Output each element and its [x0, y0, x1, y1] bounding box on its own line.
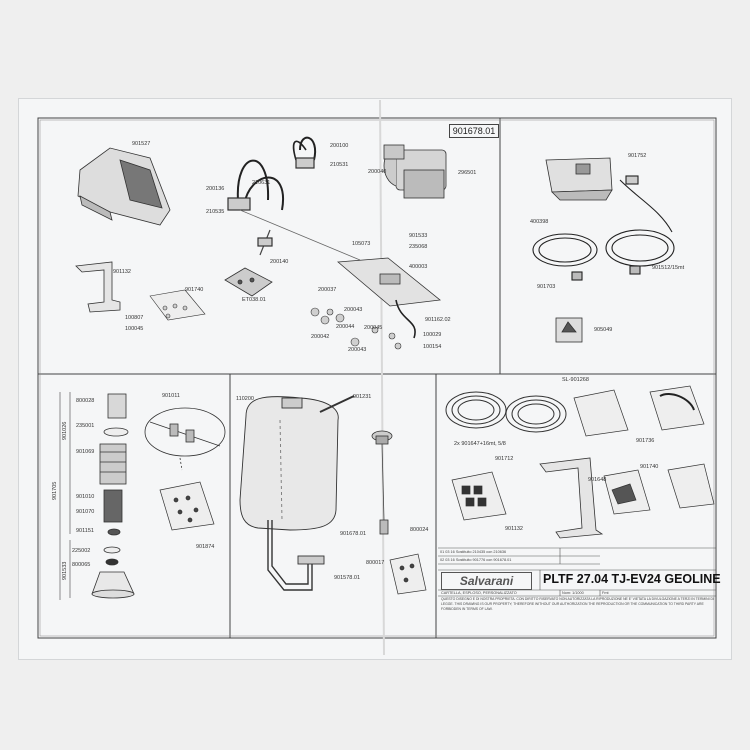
legal-line: QUESTO DISEGNO E DI NOSTRA PROPRIETA. CO… [441, 597, 714, 601]
callout-label: 901678.01 [340, 531, 366, 537]
callout-label: 200140 [270, 259, 289, 265]
callout-label: 800065 [72, 562, 91, 568]
callout-label: 225002 [72, 548, 91, 554]
small-parts-bag-middle [389, 553, 427, 595]
tank-fittings [371, 430, 393, 535]
callout-label: ET038.01 [242, 297, 266, 303]
callout-label: 901162.02 [425, 317, 451, 323]
nozzle-bar [144, 407, 226, 471]
callout-label: 2x 901647+16mt, 5/8 [454, 441, 506, 447]
callout-label: 901512/15mt [652, 265, 685, 271]
cover-part [77, 147, 171, 226]
callout-label: 901740 [640, 464, 659, 470]
callout-label: 800024 [410, 527, 429, 533]
document-subtitle: CARTELLA, ESPLOSO, PERSONALIZZATO [441, 591, 517, 595]
callout-label: 901010 [76, 494, 95, 500]
callout-label: 901151 [76, 528, 94, 534]
callout-label: 901752 [628, 153, 647, 159]
revision-row: 02 03 16 Sostituito 901776 con 901678.01 [440, 558, 512, 562]
small-parts-bag-left [159, 481, 215, 531]
callout-label: 200043 [344, 307, 363, 313]
callout-label: 400003 [409, 264, 428, 270]
callout-label: 901231 [353, 394, 372, 400]
sensor-part [555, 317, 583, 343]
callout-label-vertical: 901533 [62, 561, 68, 580]
callout-label: 235001 [76, 423, 95, 429]
callout-label: 110200 [236, 396, 254, 402]
callout-label: 210631 [252, 180, 271, 186]
nozzle-assembly [59, 392, 135, 600]
circuit-board [224, 267, 273, 297]
callout-label: 901740 [185, 287, 204, 293]
hose-coils [445, 391, 567, 433]
title-block-lines [438, 547, 716, 597]
callout-label: 901578.01 [334, 575, 360, 581]
valve-assembly [227, 136, 361, 261]
callout-label-vertical: 901026 [62, 421, 68, 440]
water-tank [239, 395, 355, 591]
callout-label: 200136 [206, 186, 225, 192]
callout-label: 100154 [423, 344, 442, 350]
pump-motor [383, 144, 447, 199]
format-note: Fmt [602, 591, 609, 595]
cable-coils [532, 175, 675, 281]
callout-label: 296501 [458, 170, 477, 176]
callout-label: 901736 [636, 438, 655, 444]
bracket-right [539, 457, 604, 539]
callout-label: 901527 [132, 141, 151, 147]
callout-label: 901069 [76, 449, 95, 455]
callout-label: 200042 [311, 334, 330, 340]
callout-label: 200100 [330, 143, 349, 149]
callout-label: 901132 [505, 526, 523, 532]
callout-label: SL-901268 [562, 377, 589, 383]
callout-label: 105073 [352, 241, 371, 247]
document-title: PLTF 27.04 TJ-EV24 GEOLINE [543, 572, 721, 586]
callout-label: 800028 [76, 398, 95, 404]
small-parts-left [149, 289, 402, 350]
callout-label: 901874 [196, 544, 215, 550]
revision-row: 01 03 16 Sostituito 210435 con 210636 [440, 550, 507, 554]
callout-label: 800017 [366, 560, 385, 566]
callout-label: 200037 [318, 287, 337, 293]
legal-line: FORBIDDEN IN TERMS OF LAW. [441, 607, 493, 611]
callout-label: 210535 [206, 209, 225, 215]
drawing-code: 901678.01 [449, 124, 499, 138]
callout-label: 100807 [125, 315, 144, 321]
callout-label: 200043 [348, 347, 367, 353]
brand-logo: Salvarani [441, 572, 532, 590]
callout-label: 200040 [368, 169, 387, 175]
callout-label: 905049 [594, 327, 613, 333]
callout-label: 100029 [423, 332, 442, 338]
scale-note: Nom: 1/1000 [562, 591, 584, 595]
callout-label: 210531 [330, 162, 349, 168]
callout-label: 901070 [76, 509, 95, 515]
callout-label: 200045 [364, 325, 383, 331]
callout-label: 901648 [588, 477, 607, 483]
control-unit [545, 157, 613, 201]
callout-label: 100045 [125, 326, 144, 332]
parts-bags-right [451, 385, 715, 521]
callout-label: 400398 [530, 219, 549, 225]
mounting-plate [337, 257, 441, 339]
bracket-part [75, 261, 121, 313]
callout-label: 235068 [409, 244, 428, 250]
callout-label-vertical: 901705 [52, 481, 58, 500]
callout-label: 901011 [162, 393, 180, 399]
callout-label: 901533 [409, 233, 428, 239]
callout-label: 901703 [537, 284, 556, 290]
legal-line: LEGGE. THIS DRAWING IS OUR PROPERTY; THE… [441, 602, 704, 606]
callout-label: 200044 [336, 324, 355, 330]
callout-label: 901132 [113, 269, 131, 275]
callout-label: 901712 [495, 456, 514, 462]
